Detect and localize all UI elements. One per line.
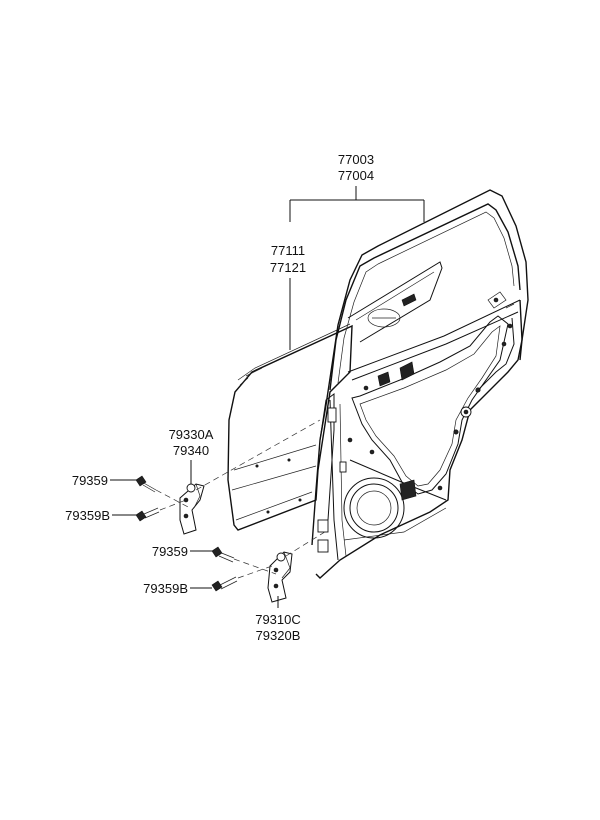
label-bolt-lower-b: 79359B [143, 581, 188, 596]
lower-door-hinge [267, 551, 293, 603]
label-outer-panel-1: 77111 [271, 243, 305, 258]
leader-lines [110, 186, 425, 608]
bolt-upper-a-part [135, 475, 157, 493]
assembly-dashed-lines [155, 419, 329, 579]
bolt-upper-b-part [135, 507, 160, 522]
label-bolt-upper-b: 79359B [65, 508, 110, 523]
label-bolt-lower-a: 79359 [152, 544, 188, 559]
label-upper-hinge-2: 79340 [173, 443, 209, 458]
label-door-assy-2: 77004 [338, 168, 374, 183]
outer-door-panel [227, 323, 353, 531]
label-outer-panel-2: 77121 [270, 260, 306, 275]
label-door-assy-1: 77003 [338, 152, 374, 167]
bolt-lower-b-part [211, 576, 238, 592]
label-lower-hinge-1: 79310C [255, 612, 301, 627]
bolt-lower-a-part [211, 546, 235, 563]
upper-door-hinge [179, 483, 205, 535]
label-lower-hinge-2: 79320B [256, 628, 301, 643]
door-frame-inner-panel [311, 189, 529, 579]
label-upper-hinge-1: 79330A [169, 427, 214, 442]
label-bolt-upper-a: 79359 [72, 473, 108, 488]
